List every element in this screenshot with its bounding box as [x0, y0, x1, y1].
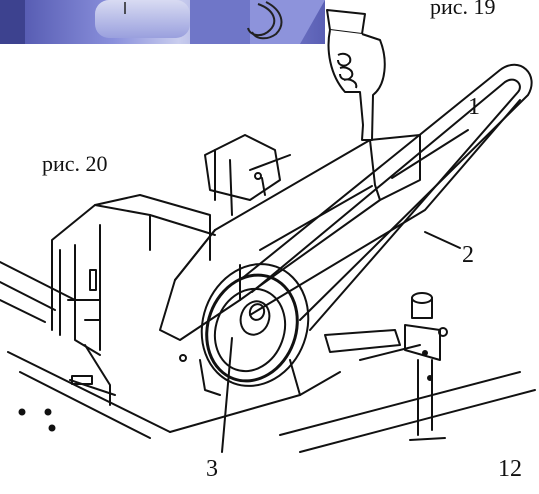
figure-20-caption: рис. 20 — [42, 151, 108, 176]
callout-1: 1 — [468, 94, 480, 120]
page-number: 12 — [498, 456, 522, 482]
pointing-hand-icon — [326, 9, 386, 141]
callout-3: 3 — [206, 456, 218, 482]
callout-2: 2 — [462, 242, 474, 268]
figure-19-caption: рис. 19 — [430, 0, 496, 19]
motor-housing — [51, 194, 216, 406]
belt-2 — [239, 63, 533, 331]
bracket — [204, 134, 291, 216]
figure-19-photo — [0, 0, 325, 44]
pulley-3 — [179, 263, 310, 396]
adjuster-post — [324, 292, 448, 441]
base-frame — [0, 261, 536, 453]
belt-guard-1 — [159, 134, 421, 341]
